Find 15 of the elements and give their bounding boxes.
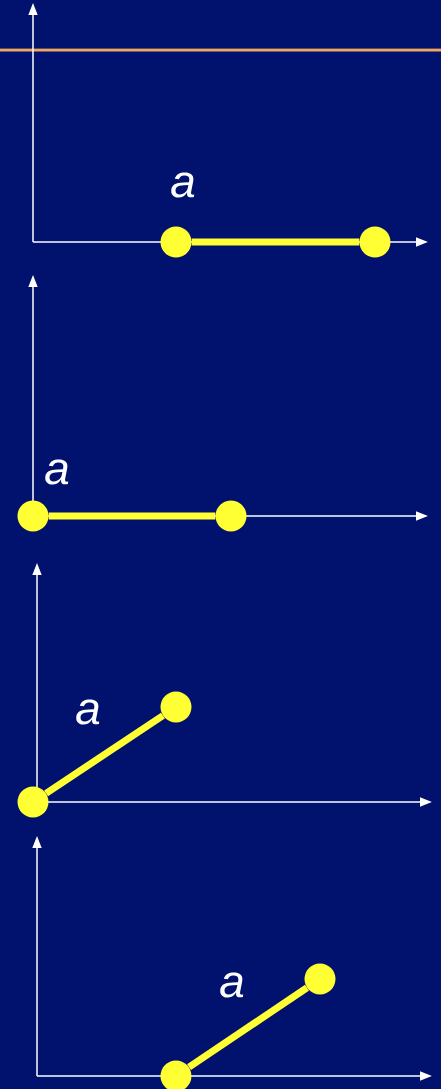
- edge-label: a: [45, 459, 69, 485]
- endpoint-dot: [17, 786, 49, 818]
- edge-label: a: [220, 972, 244, 998]
- line-segment: [44, 712, 165, 797]
- edge-label: a: [171, 172, 195, 198]
- endpoint-dot: [160, 226, 192, 258]
- line-segment: [48, 512, 216, 520]
- endpoint-dot: [304, 963, 336, 995]
- edge-label: a: [76, 699, 100, 725]
- endpoint-dot: [160, 691, 192, 723]
- endpoint-dot: [359, 226, 391, 258]
- endpoint-dot: [17, 500, 49, 532]
- endpoint-dot: [215, 500, 247, 532]
- line-segment: [191, 238, 360, 246]
- line-segment: [187, 984, 309, 1071]
